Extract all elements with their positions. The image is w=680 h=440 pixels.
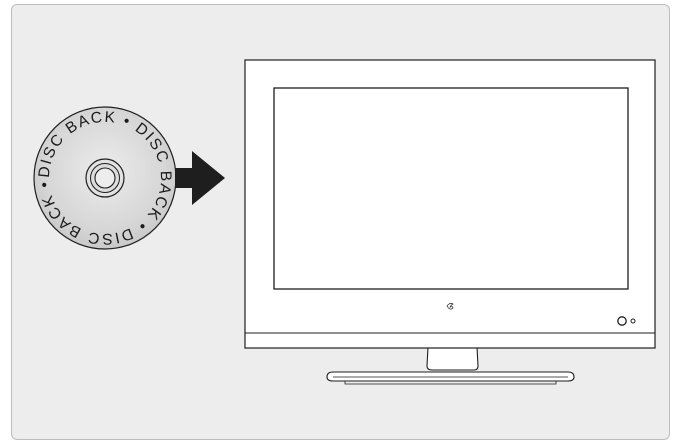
- tv-stand-neck: [427, 347, 478, 370]
- disc-center-hole: [95, 168, 115, 188]
- indicator-light-icon: [631, 319, 635, 323]
- disc-icon: DISC BACK • DISC BACK • DISC BACK •: [34, 107, 176, 249]
- tv-stand-base: [327, 372, 574, 381]
- power-button-icon: [618, 317, 626, 325]
- right-arrow-icon: [175, 151, 225, 205]
- insert-direction-arrow: [175, 151, 225, 205]
- tv-icon: [245, 60, 655, 384]
- tv-screen: [274, 88, 628, 289]
